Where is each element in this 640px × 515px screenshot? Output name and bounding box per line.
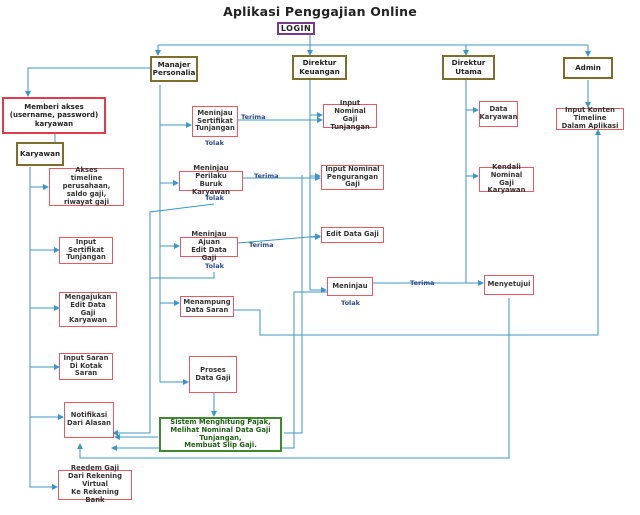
reedem-gaji-node: Reedem Gaji Dari Rekening Virtual Ke Rek… (58, 465, 132, 504)
meninjau-perilaku-node: Meninjau Perilaku Buruk Karyawan (179, 164, 243, 196)
notifikasi-label: Notifikasi Dari Alasan (67, 411, 111, 427)
diagram-title: Aplikasi Penggajian Online (223, 4, 417, 19)
input-nominal-pengurangan-label: Input Nominal Pengurangan Gaji (325, 164, 380, 189)
manajer-personalia-label: Manajer Personalia (152, 59, 196, 77)
meninjau-dk-label: Meninjau (332, 281, 368, 290)
input-sertifikat-node: Input Sertifikat Tunjangan (59, 237, 113, 264)
menampung-saran-label: Menampung Data Saran (183, 297, 231, 314)
menyetujui-node: Menyetujui (484, 275, 534, 295)
meninjau-dk-node: Meninjau (327, 277, 373, 296)
tolak-label-2: Tolak (205, 194, 224, 202)
edit-data-gaji-label: Edit Data Gaji (326, 230, 379, 239)
input-nominal-tunjangan-node: Input Nominal Gaji Tunjangan (323, 99, 377, 131)
terima-label-4: Terima (410, 279, 435, 287)
sistem-node: Sistem Menghitung Pajak, Melihat Nominal… (159, 417, 282, 452)
proses-data-gaji-label: Proses Data Gaji (195, 365, 231, 382)
direktur-keuangan-node: Direktur Keuangan (292, 55, 347, 80)
input-saran-label: Input Saran Di Kotak Saran (63, 353, 109, 378)
input-sertifikat-label: Input Sertifikat Tunjangan (66, 237, 106, 262)
reedem-gaji-label: Reedem Gaji Dari Rekening Virtual Ke Rek… (68, 464, 122, 504)
terima-label-3: Terima (249, 241, 274, 249)
direktur-utama-node: Direktur Utama (442, 55, 495, 80)
memberi-akses-label: Memberi akses (username, password) karya… (9, 103, 99, 128)
meninjau-sertifikat-label: Meninjau Sertifikat Tunjangan (195, 108, 235, 133)
input-konten-node: Input Konten Timeline Dalam Aplikasi (556, 106, 624, 130)
kendali-nominal-label: Kendali Nominal Gaji Karyawan (487, 162, 526, 195)
akses-timeline-label: Akses timeline perusahaan, saldo gaji, r… (62, 166, 111, 206)
mengajukan-edit-node: Mengajukan Edit Data Gaji Karyawan (59, 292, 117, 327)
direktur-utama-label: Direktur Utama (451, 58, 486, 76)
notifikasi-node: Notifikasi Dari Alasan (64, 402, 114, 438)
mengajukan-edit-label: Mengajukan Edit Data Gaji Karyawan (64, 292, 112, 325)
meninjau-ajuan-label: Meninjau Ajuan Edit Data Gaji (191, 230, 227, 262)
admin-label: Admin (575, 62, 601, 72)
memberi-akses-node: Memberi akses (username, password) karya… (2, 97, 106, 134)
input-saran-node: Input Saran Di Kotak Saran (59, 353, 113, 380)
karyawan-node: Karyawan (16, 142, 64, 166)
kendali-nominal-node: Kendali Nominal Gaji Karyawan (479, 162, 534, 195)
tolak-label-3: Tolak (205, 262, 224, 270)
input-nominal-pengurangan-node: Input Nominal Pengurangan Gaji (321, 165, 384, 190)
meninjau-ajuan-node: Meninjau Ajuan Edit Data Gaji (180, 230, 238, 262)
menyetujui-label: Menyetujui (487, 280, 531, 289)
terima-label-1: Terima (241, 113, 266, 121)
data-karyawan-label: Data Karyawan (479, 105, 518, 121)
karyawan-label: Karyawan (19, 148, 61, 158)
data-karyawan-node: Data Karyawan (479, 101, 518, 127)
akses-timeline-node: Akses timeline perusahaan, saldo gaji, r… (49, 166, 124, 206)
input-nominal-tunjangan-label: Input Nominal Gaji Tunjangan (330, 99, 370, 131)
meninjau-sertifikat-node: Meninjau Sertifikat Tunjangan (192, 106, 238, 137)
meninjau-perilaku-label: Meninjau Perilaku Buruk Karyawan (192, 164, 230, 196)
admin-node: Admin (563, 57, 613, 79)
tolak-label-1: Tolak (205, 139, 224, 147)
login-node: LOGIN (277, 22, 315, 35)
manajer-personalia-node: Manajer Personalia (150, 56, 198, 82)
login-label: LOGIN (280, 23, 312, 33)
sistem-label: Sistem Menghitung Pajak, Melihat Nominal… (170, 417, 271, 450)
terima-label-2: Terima (254, 172, 279, 180)
tolak-label-4: Tolak (341, 299, 360, 307)
proses-data-gaji-node: Proses Data Gaji (189, 356, 237, 393)
input-konten-label: Input Konten Timeline Dalam Aplikasi (561, 106, 619, 130)
edit-data-gaji-node: Edit Data Gaji (321, 227, 384, 243)
menampung-saran-node: Menampung Data Saran (180, 296, 234, 317)
direktur-keuangan-label: Direktur Keuangan (299, 58, 340, 76)
